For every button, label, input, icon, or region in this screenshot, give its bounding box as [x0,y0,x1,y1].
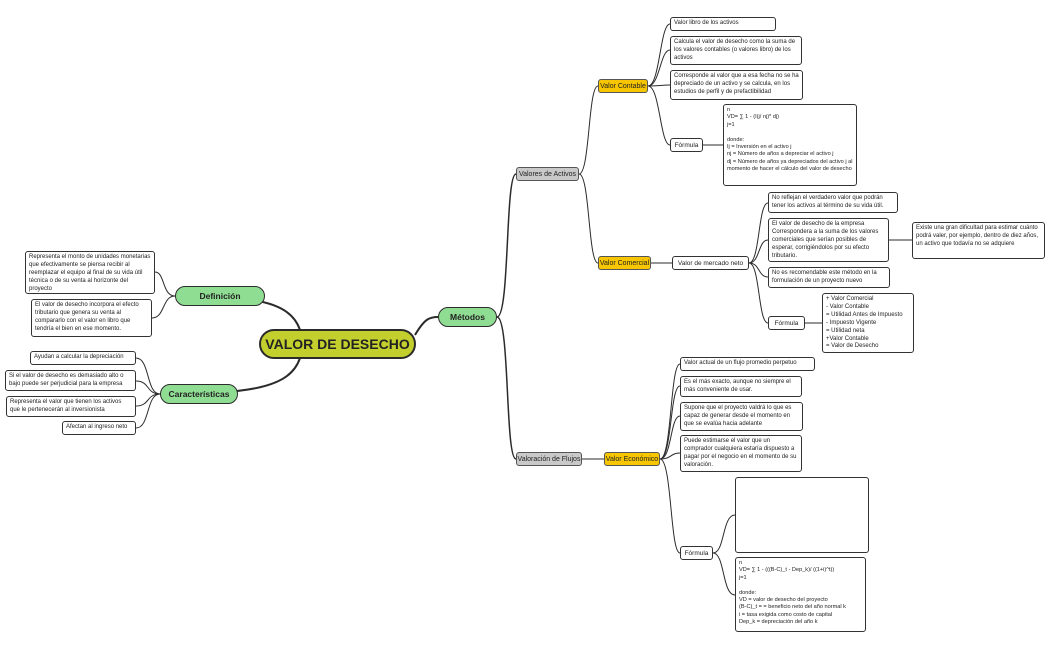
link-vc-2 [647,49,671,87]
link-mn-1 [748,202,769,264]
caracteristicas-item-3: Representa el valor que tienen los activ… [6,396,136,417]
link-ve-3 [659,415,681,460]
link-mn-4 [748,262,769,324]
mercado-neto-side-note: Existe una gran dificultad para estimar … [912,222,1045,259]
valor-contable-item-2: Calcula el valor de desecho como la suma… [670,36,802,65]
link-vc-4 [647,85,671,146]
valor-contable-formula-label[interactable]: Fórmula [670,138,703,152]
link-valores-activos [496,173,517,318]
mercado-neto-item-1: No reflejan el verdadero valor que podrá… [768,192,898,213]
link-car-1 [135,357,161,395]
link-vc-3 [647,84,671,87]
link-ve-1 [659,363,681,460]
link-ve-5 [659,458,681,554]
mercado-neto-formula-label[interactable]: Fórmula [768,316,805,330]
subtopic-valor-contable[interactable]: Valor Contable [598,79,648,93]
mercado-neto-item-2: El valor de desecho de la empresa Corres… [768,218,889,262]
topic-definicion[interactable]: Definición [175,286,265,306]
definicion-item-1: Representa el monto de unidades monetari… [25,251,155,294]
valor-economico-item-3: Supone que el proyecto valdrá lo que es … [680,402,803,431]
link-mn-2 [748,239,769,264]
valor-contable-item-1: Valor libro de los activos [670,17,776,31]
link-car-4 [135,393,161,429]
valor-economico-formula: n VD= ∑ 1 - (((B-C)_t - Dep_k)/ ((1+i)^t… [735,557,866,632]
link-vc-1 [647,23,671,87]
central-topic[interactable]: VALOR DE DESECHO [259,329,416,359]
link-car-2 [135,380,161,395]
link-ve-formula-2 [712,552,736,596]
link-valoracion-flujos [496,316,517,460]
subtopic-valor-economico[interactable]: Valor Económico [604,452,660,466]
link-ve-4 [659,452,681,460]
valor-contable-formula: n VD= ∑ 1 - (I(j/ nj)* dj) j=1 donde: Ij… [723,104,857,186]
mercado-neto-label[interactable]: Valor de mercado neto [672,256,749,270]
link-def-1 [154,271,176,297]
valor-economico-formula-label[interactable]: Fórmula [680,546,713,560]
topic-metodos[interactable]: Métodos [438,307,497,327]
caracteristicas-item-1: Ayudan a calcular la depreciación [30,351,136,365]
link-valor-comercial [578,173,599,264]
subtopic-valor-comercial[interactable]: Valor Comercial [598,256,651,270]
link-valor-contable [578,85,599,175]
link-ve-formula-1 [712,514,736,554]
caracteristicas-item-4: Afectan al ingreso neto [62,421,136,435]
link-car-3 [135,393,161,407]
mercado-neto-formula: + Valor Comercial - Valor Contable = Uti… [822,293,914,353]
mercado-neto-item-3: No es recomendable este método en la for… [768,267,890,288]
valor-economico-item-4: Puede estimarse el valor que un comprado… [680,435,802,472]
valor-economico-item-1: Valor actual de un flujo promedio perpet… [680,357,815,371]
link-mn-3 [748,262,769,278]
topic-caracteristicas[interactable]: Características [160,384,238,404]
subtopic-valores-activos[interactable]: Valores de Activos [516,167,579,181]
valor-economico-item-2: Es el más exacto, aunque no siempre el m… [680,376,802,397]
valor-contable-item-3: Corresponde al valor que a esa fecha no … [670,70,803,100]
link-def-2 [151,295,176,319]
link-ve-2 [659,385,681,460]
link-metodos [414,316,439,336]
subtopic-valoracion-flujos[interactable]: Valoración de Flujos [516,452,582,466]
definicion-item-2: El valor de desecho incorpora el efecto … [31,299,152,337]
valor-economico-formula-image [735,477,869,553]
caracteristicas-item-2: Si el valor de desecho es demasiado alto… [5,370,136,391]
